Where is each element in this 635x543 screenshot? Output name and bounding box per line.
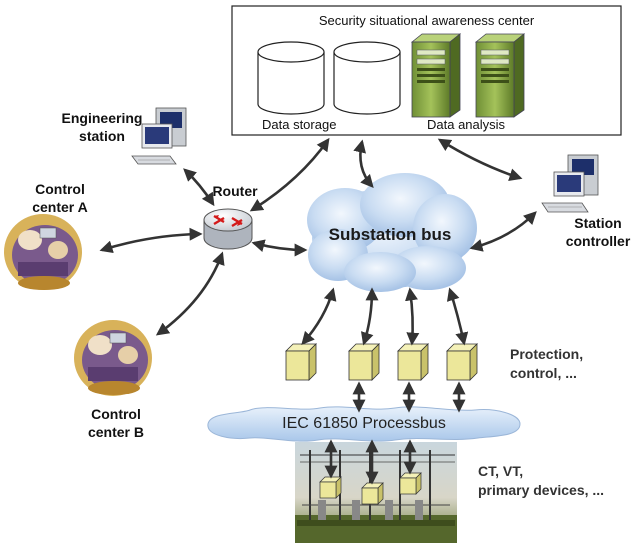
station-controller-label-line1: Station: [574, 215, 622, 231]
engineering-station-label: Engineering station: [52, 109, 152, 145]
control-center-a-label-line2: center A: [32, 199, 88, 215]
protection-device-4: [446, 343, 478, 381]
data-storage-label: Data storage: [262, 117, 337, 132]
protection-device-1: [285, 343, 317, 381]
link-router-center: [249, 137, 330, 212]
link-center-substation: [353, 139, 374, 188]
router-icon: [203, 208, 253, 250]
control-center-b-image: [74, 320, 152, 396]
primary-devices-label-line2: primary devices, ...: [478, 482, 605, 498]
control-center-a-label-line1: Control: [35, 181, 85, 197]
link-router-substation: [251, 239, 308, 257]
primary-devices-label-line1: CT, VT,: [478, 463, 524, 479]
data-storage-disk-1: [257, 41, 325, 115]
data-analysis-label: Data analysis: [427, 117, 506, 132]
link-substation-stationcontroller: [469, 211, 537, 252]
link-engineering-router: [183, 168, 215, 207]
link-router-controlA: [99, 227, 203, 254]
protection-device-3: [397, 343, 429, 381]
station-controller-computer-icon: [541, 154, 599, 213]
control-center-a-label: Control center A: [20, 180, 100, 216]
protection-device-2: [348, 343, 380, 381]
control-center-b-label-line2: center B: [87, 424, 145, 440]
link-substation-device1: [301, 287, 337, 345]
processbus-cloud: [207, 406, 521, 442]
primary-devices-label: CT, VT, primary devices, ...: [478, 462, 604, 500]
engineering-station-label-line1: Engineering: [61, 110, 143, 126]
data-analysis-server-1: [410, 33, 462, 118]
station-controller-label: Station controller: [560, 214, 635, 250]
engineering-station-computer-icon: [131, 107, 187, 165]
station-controller-label-line2: controller: [565, 233, 631, 249]
link-substation-device2: [360, 287, 379, 346]
protection-label: Protection, control, ...: [510, 345, 583, 383]
control-center-b-label-line1: Control: [91, 406, 141, 422]
processbus-label: IEC 61850 Processbus: [282, 415, 446, 432]
data-analysis-server-2: [474, 33, 526, 118]
router-label: Router: [212, 183, 258, 199]
link-center-stationcontroller: [437, 138, 523, 181]
link-substation-device3: [405, 287, 420, 346]
control-center-a-image: [4, 214, 82, 290]
protection-label-line2: control, ...: [510, 365, 577, 381]
link-substation-device4: [446, 287, 469, 346]
control-center-b-label: Control center B: [76, 405, 156, 441]
data-storage-disk-2: [333, 41, 401, 115]
link-router-controlB: [155, 251, 225, 336]
primary-device-3: [399, 472, 422, 495]
primary-device-2: [361, 482, 384, 505]
primary-device-1: [319, 476, 342, 499]
security-center-title: Security situational awareness center: [318, 13, 535, 28]
protection-label-line1: Protection,: [510, 346, 584, 362]
engineering-station-label-line2: station: [79, 128, 125, 144]
substation-bus-label: Substation bus: [328, 225, 452, 244]
